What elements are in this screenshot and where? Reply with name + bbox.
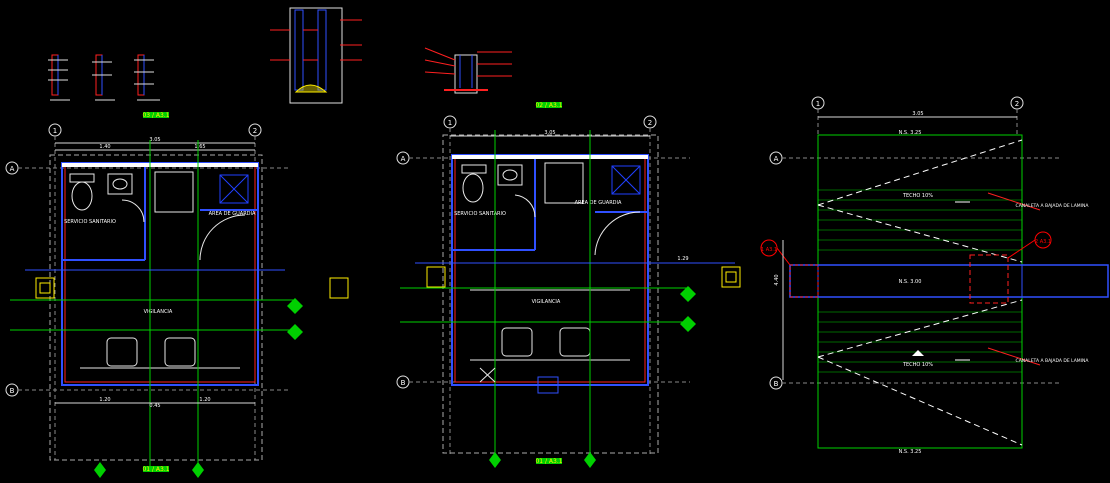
dim-left-bottom-3: 1.20 (199, 397, 210, 403)
room-label-bath-center: SERVICIO SANITARIO (454, 211, 506, 217)
view-title-center-top: 02 / A3.1 (535, 102, 562, 109)
section-bubble-left: 1 A3.1 (761, 247, 777, 253)
grid-bubble-1: 1 (53, 127, 57, 135)
grid-bubble-2-roof: 2 (1015, 100, 1019, 108)
dim-left-bottom-2: 0.45 (149, 403, 160, 409)
roof-level-top: N.S. 3.25 (899, 130, 922, 136)
dim-center-total: 3.05 (544, 130, 555, 136)
grid-bubble-b: B (10, 387, 15, 395)
wall-section-1 (48, 54, 70, 101)
room-label-bath-left: SERVICIO SANITARIO (64, 219, 116, 225)
dim-left-bottom-1: 1.20 (99, 397, 110, 403)
dim-left-seg1: 1.40 (99, 144, 110, 150)
floor-plan-left: 03 / A3.1 1 2 A B 3.05 1.40 1.65 (5, 112, 349, 478)
view-title-center-bottom: 01 / A3.1 (535, 458, 562, 465)
roof-note-bottom: CANALETA A BAJADA DE LAMINA (1016, 358, 1090, 364)
room-label-corridor-left: VIGILANCIA (144, 309, 173, 315)
wall-section-3 (134, 54, 160, 101)
room-label-guard-left: AREA DE GUARDIA (209, 211, 256, 217)
grid-bubble-2-center: 2 (648, 119, 652, 127)
roof-note-top: CANALETA A BAJADA DE LAMINA (1016, 203, 1090, 209)
dim-left-total: 3.05 (149, 137, 160, 143)
roof-slope-top: TECHO 10% (902, 193, 933, 199)
view-title-left-top: 03 / A3.1 (142, 112, 169, 119)
roof-band-label: N.S. 3.00 (899, 279, 922, 285)
dim-roof-height: 4.40 (774, 274, 780, 285)
grid-bubble-b-center: B (401, 379, 406, 387)
room-label-corridor-center: VIGILANCIA (532, 299, 561, 305)
wall-section-details (48, 7, 512, 104)
wall-section-2 (92, 54, 115, 101)
grid-bubble-a-roof: A (774, 155, 779, 163)
roof-hatch (818, 189, 1022, 373)
room-label-guard-center: AREA DE GUARDIA (575, 200, 622, 206)
section-bubble-right: 2 A3.1 (1035, 239, 1051, 245)
grid-bubble-b-roof: B (774, 380, 779, 388)
grid-bubble-a-center: A (401, 155, 406, 163)
foundation-detail (424, 47, 512, 94)
dim-roof-total: 3.05 (912, 111, 923, 117)
dim-left-seg2: 1.65 (194, 144, 205, 150)
grid-bubble-1-center: 1 (448, 119, 452, 127)
grid-bubble-2: 2 (253, 127, 257, 135)
grid-bubble-1-roof: 1 (816, 100, 820, 108)
wall-section-tall (270, 7, 362, 104)
grid-bubble-a: A (10, 165, 15, 173)
floor-plan-center: 02 / A3.1 1 2 A B 3.05 (396, 102, 741, 468)
view-title-left-bottom: 01 / A3.1 (142, 466, 169, 473)
slope-arrow-icon (912, 350, 924, 356)
roof-slope-bottom: TECHO 10% (902, 362, 933, 368)
roof-plan-right: 1 2 A B 3.05 (760, 96, 1109, 455)
dim-center-width: 1.29 (677, 256, 688, 262)
roof-level-bottom: N.S. 3.25 (899, 449, 922, 455)
